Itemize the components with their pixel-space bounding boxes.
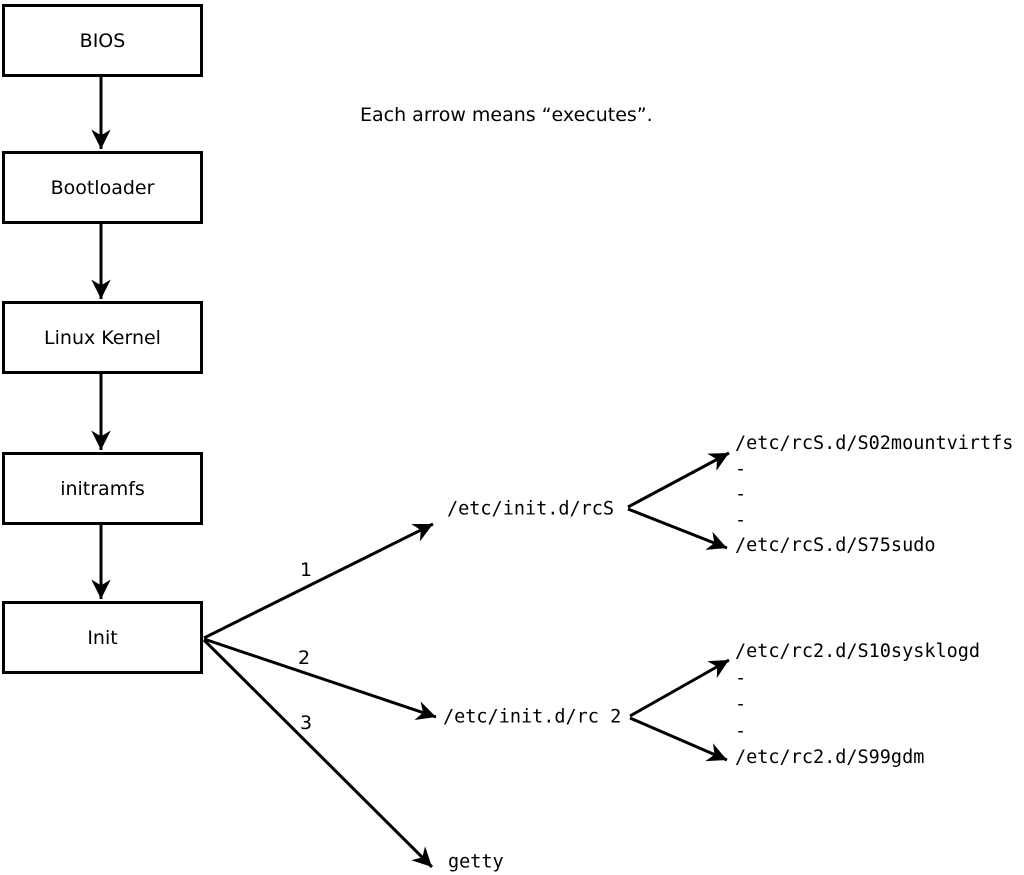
branch-number-3: 3 bbox=[299, 712, 313, 734]
rc2-list-item: - bbox=[735, 694, 747, 715]
box-linux-kernel: Linux Kernel bbox=[2, 301, 203, 374]
rcS-list-item: - bbox=[735, 509, 747, 531]
rc2-list-item: /etc/rc2.d/S10sysklogd bbox=[735, 641, 981, 662]
label-etc-init-d-rcS: /etc/init.d/rcS bbox=[447, 498, 615, 520]
box-initramfs-label: initramfs bbox=[60, 477, 145, 500]
arrow-rcS-to-s02mountvirtfs bbox=[627, 451, 730, 509]
box-bios-label: BIOS bbox=[79, 29, 126, 52]
rc2-script-list: /etc/rc2.d/S10sysklogd - - - /etc/rc2.d/… bbox=[735, 639, 980, 772]
box-bios: BIOS bbox=[2, 4, 203, 77]
legend-note: Each arrow means “executes”. bbox=[360, 104, 653, 126]
branch-number-2: 2 bbox=[297, 647, 311, 669]
box-initramfs: initramfs bbox=[2, 452, 203, 525]
rcS-list-item: /etc/rcS.d/S02mountvirtfs bbox=[735, 433, 1014, 454]
rc2-list-item: - bbox=[735, 667, 747, 689]
arrow-rc2-to-s10sysklogd bbox=[629, 658, 730, 718]
rc2-list-item: - bbox=[735, 720, 747, 742]
rcS-script-list: /etc/rcS.d/S02mountvirtfs - - - /etc/rcS… bbox=[735, 431, 1013, 559]
arrow-rcS-to-s75sudo bbox=[627, 507, 728, 550]
box-bootloader-label: Bootloader bbox=[50, 176, 155, 199]
box-init-label: Init bbox=[87, 626, 118, 649]
box-bootloader: Bootloader bbox=[2, 151, 203, 224]
arrow-rc2-to-s99gdm bbox=[629, 716, 728, 762]
rcS-list-item: - bbox=[735, 484, 747, 505]
label-etc-init-d-rc2: /etc/init.d/rc 2 bbox=[443, 706, 622, 728]
arrow-init-to-rcS bbox=[203, 522, 434, 640]
rcS-list-item: /etc/rcS.d/S75sudo bbox=[735, 535, 936, 556]
branch-number-1: 1 bbox=[299, 559, 313, 581]
arrow-init-to-getty bbox=[202, 638, 434, 869]
box-linux-kernel-label: Linux Kernel bbox=[44, 326, 161, 349]
arrow-init-to-rc2 bbox=[203, 637, 437, 721]
rcS-list-item: - bbox=[735, 458, 747, 480]
rc2-list-item: /etc/rc2.d/S99gdm bbox=[735, 747, 925, 768]
label-getty: getty bbox=[448, 851, 504, 873]
box-init: Init bbox=[2, 601, 203, 674]
